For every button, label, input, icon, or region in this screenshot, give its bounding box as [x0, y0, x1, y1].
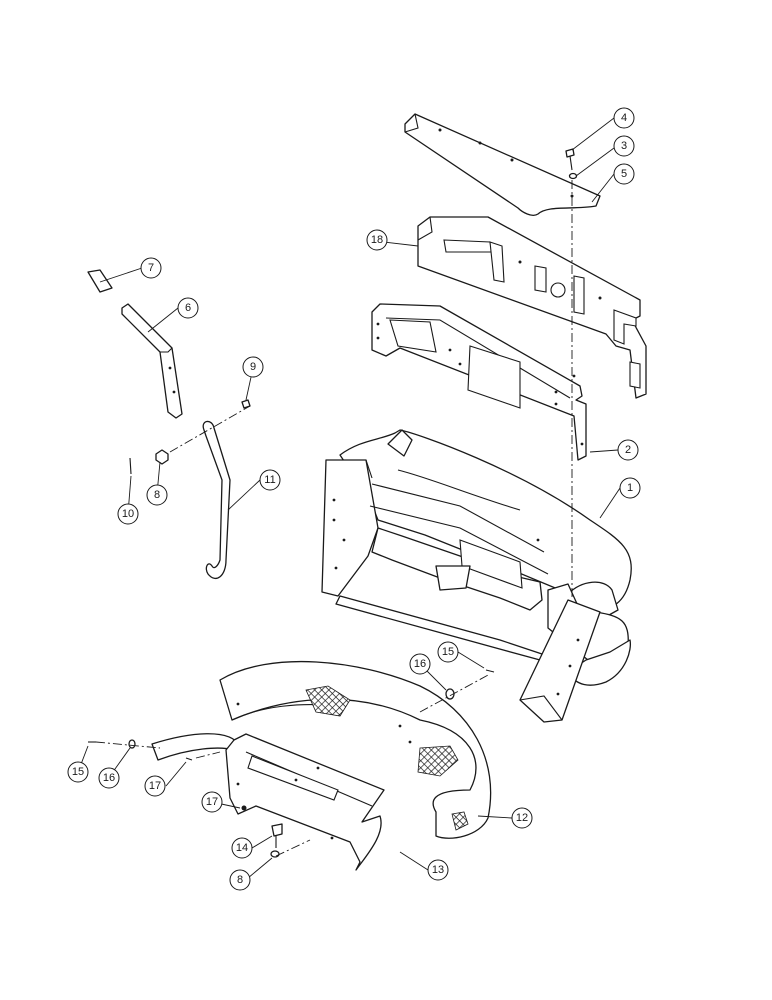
callout-label: 11	[264, 474, 275, 486]
callout-16-right: 16	[409, 653, 431, 675]
lower-mount-bracket	[151, 733, 385, 871]
nut-8-lower	[270, 850, 280, 858]
front-shroud	[219, 661, 492, 839]
screw-17-left	[185, 757, 193, 761]
callout-label: 16	[414, 658, 426, 670]
rod-11	[202, 420, 231, 579]
top-cover-plate	[404, 113, 601, 216]
callout-15-right: 15	[437, 641, 459, 663]
callout-label: 6	[185, 302, 191, 314]
upper-slotted-panel	[417, 216, 647, 399]
callout-9: 9	[242, 356, 264, 378]
callout-18: 18	[366, 229, 388, 251]
callout-8-upper: 8	[146, 484, 168, 506]
callout-label: 17	[149, 780, 161, 792]
callout-12: 12	[511, 807, 533, 829]
callout-label: 15	[72, 766, 84, 778]
nut-17-lower	[241, 805, 247, 811]
callout-label: 16	[103, 772, 115, 784]
callout-label: 5	[621, 168, 627, 180]
callout-11: 11	[259, 469, 281, 491]
callout-label: 3	[621, 140, 627, 152]
callout-label: 17	[206, 796, 218, 808]
callout-label: 12	[516, 812, 528, 824]
callout-label: 10	[122, 508, 134, 520]
callout-6: 6	[177, 297, 199, 319]
callout-label: 1	[627, 482, 633, 494]
callout-15-left: 15	[67, 761, 89, 783]
callout-2: 2	[617, 439, 639, 461]
lower-bracket-frame	[371, 303, 587, 461]
screw-4	[565, 148, 575, 171]
assembly-lines	[95, 180, 573, 857]
callout-3: 3	[613, 135, 635, 157]
washer-3	[568, 172, 578, 180]
callout-14: 14	[231, 837, 253, 859]
callout-label: 15	[442, 646, 454, 658]
callout-7: 7	[140, 257, 162, 279]
callout-label: 9	[250, 361, 256, 373]
callout-label: 8	[237, 874, 243, 886]
callout-label: 8	[154, 489, 160, 501]
callout-label: 7	[148, 262, 154, 274]
callout-label: 18	[371, 234, 383, 246]
callout-label: 2	[625, 444, 631, 456]
callout-17-left: 17	[144, 775, 166, 797]
callout-label: 13	[432, 864, 444, 876]
lever-6	[121, 303, 183, 419]
screw-15-right	[485, 669, 495, 673]
callout-10: 10	[117, 503, 139, 525]
callout-16-left: 16	[98, 767, 120, 789]
callout-8-lower: 8	[229, 869, 251, 891]
bolt-14	[271, 823, 283, 848]
main-housing	[321, 429, 632, 723]
nut-8-upper	[155, 449, 169, 465]
callout-1: 1	[619, 477, 641, 499]
callout-5: 5	[613, 163, 635, 185]
washer-16-left	[128, 739, 136, 749]
callout-17-lower: 17	[201, 791, 223, 813]
callout-4: 4	[613, 107, 635, 129]
pin-10	[129, 457, 132, 475]
grip-7	[87, 269, 113, 293]
callout-13: 13	[427, 859, 449, 881]
callout-label: 4	[621, 112, 627, 124]
callout-label: 14	[236, 842, 248, 854]
